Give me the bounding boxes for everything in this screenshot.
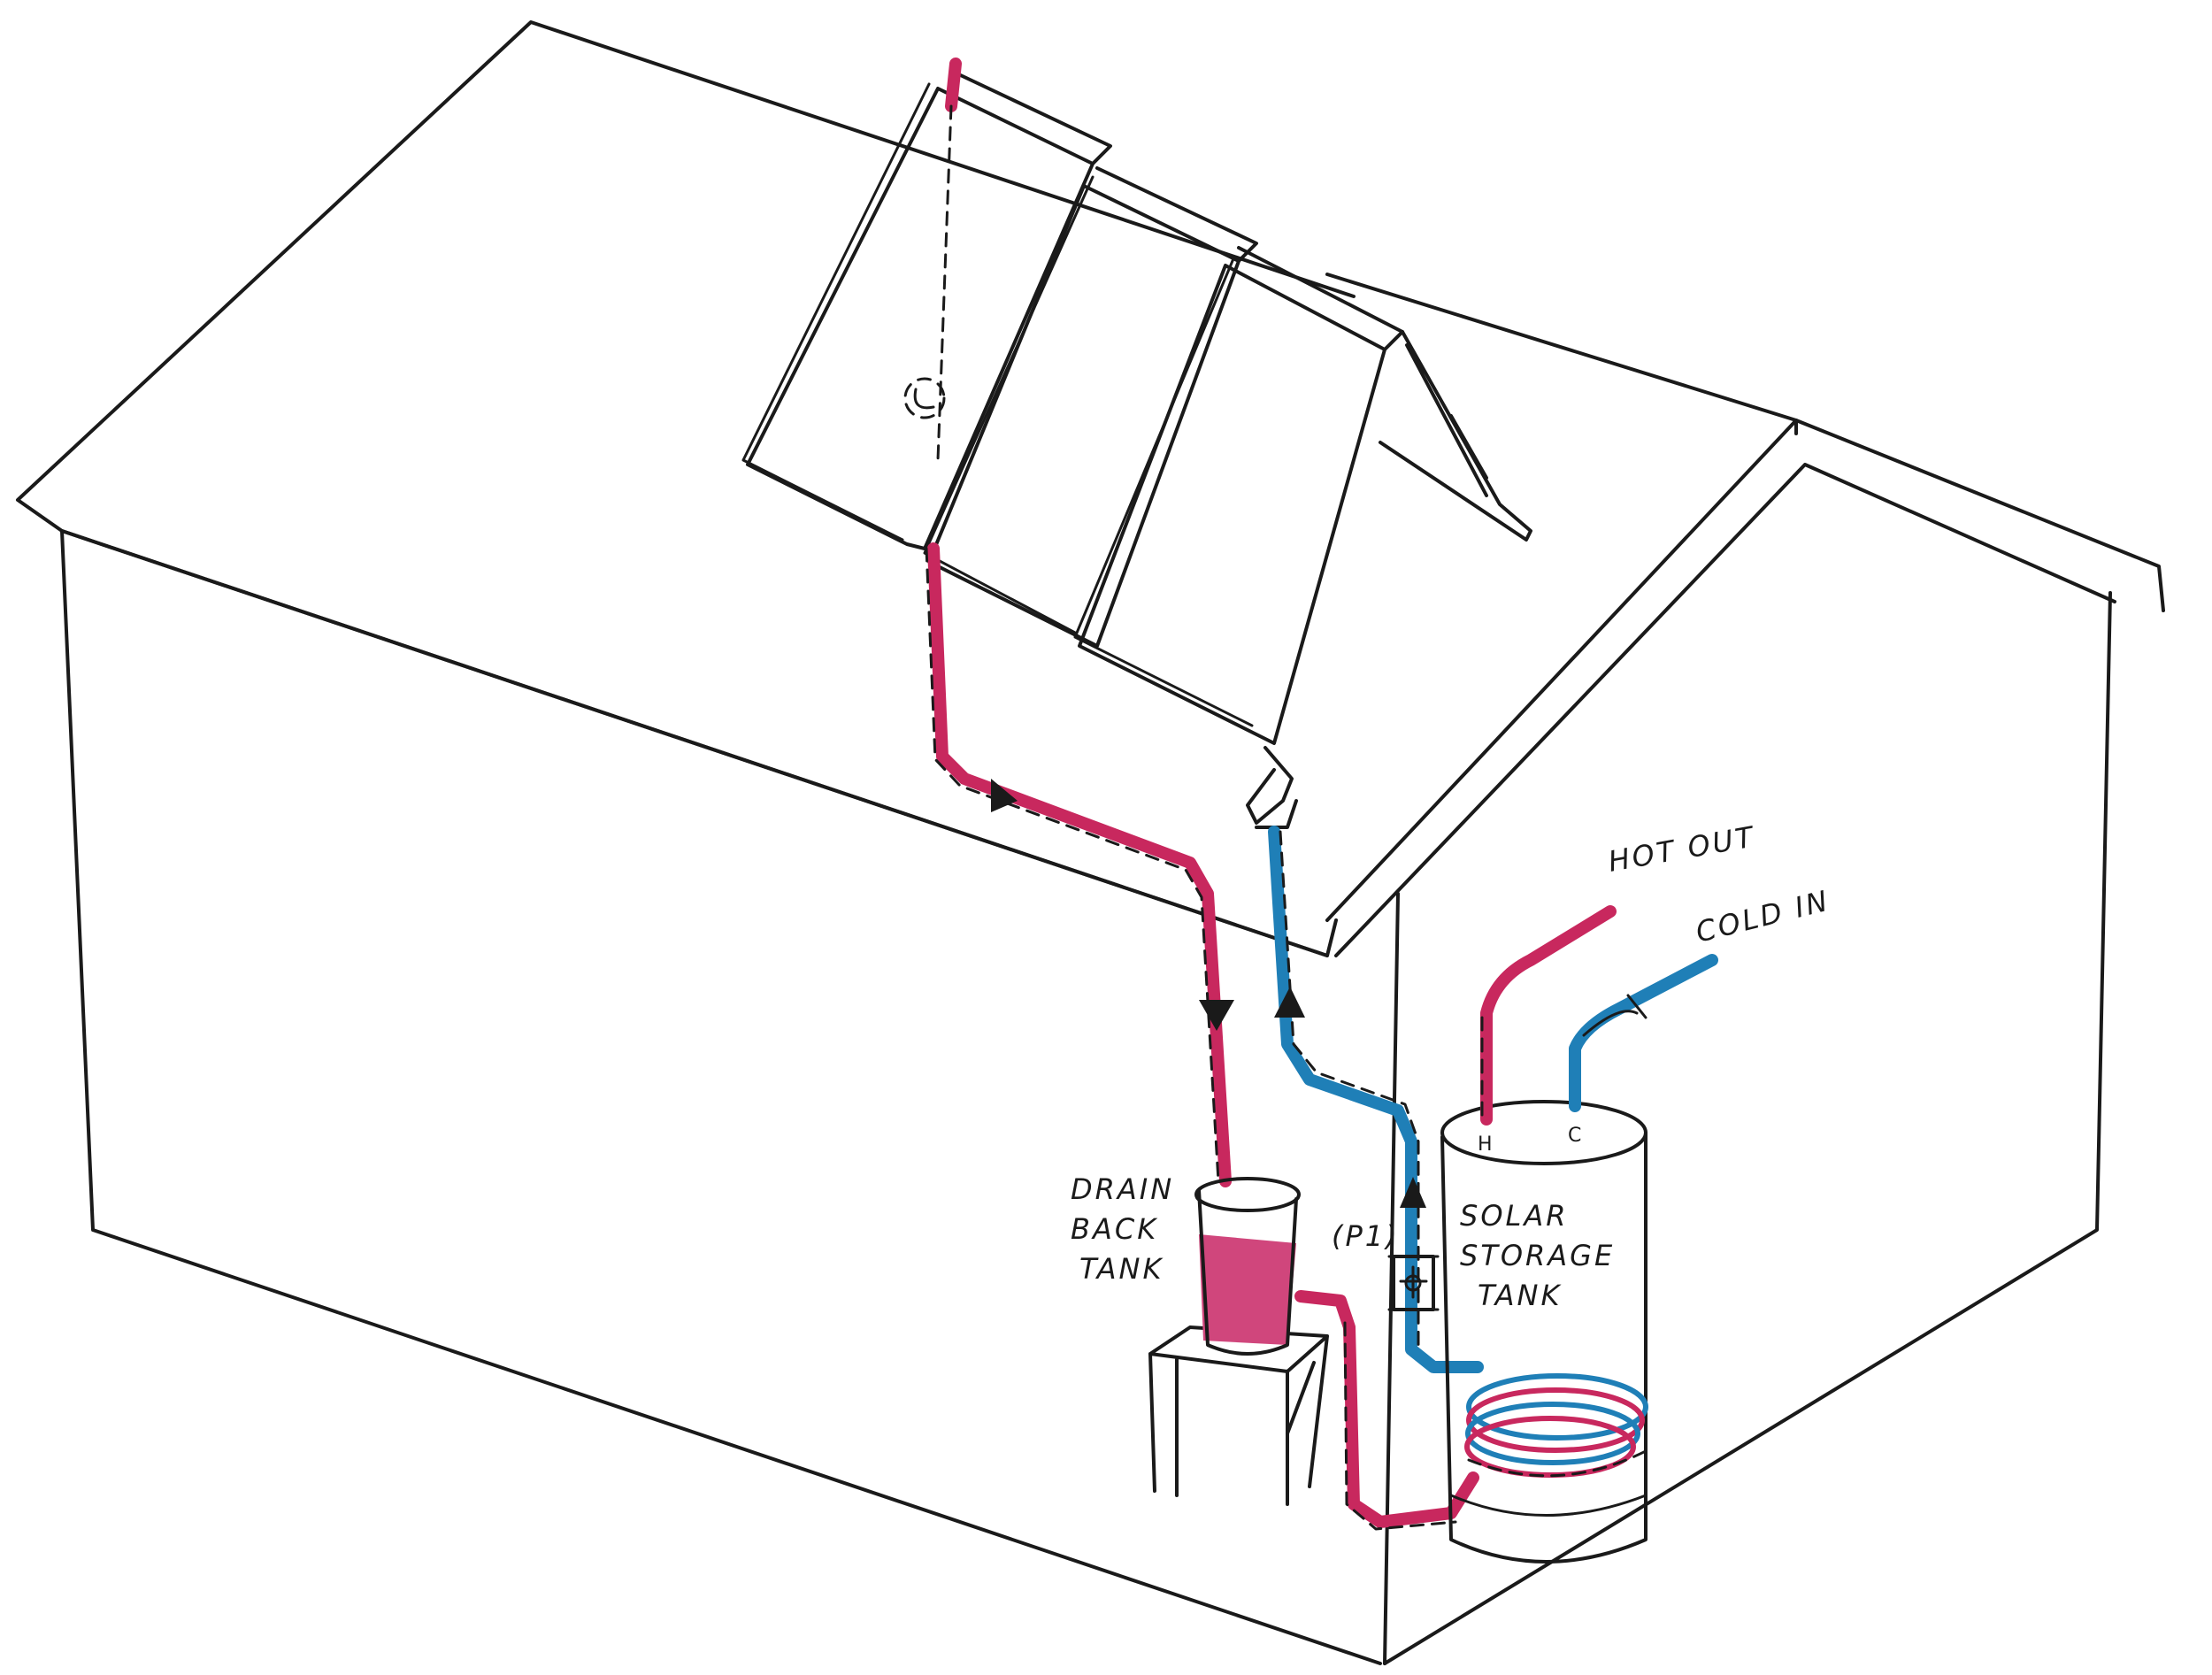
storage-tank-label-1: SOLAR (1460, 1199, 1568, 1233)
house (16, 20, 2165, 1665)
storage-tank-label-3: TANK (1478, 1279, 1562, 1312)
cold-return-pipe (1268, 826, 1484, 1373)
flow-arrow-icon (1400, 1177, 1426, 1208)
cold-in-pipe (1569, 954, 1718, 1112)
drain-tank-label-2: BACK (1071, 1212, 1158, 1246)
solar-storage-tank: H C SOLAR STORAGE TANK (1440, 905, 1718, 1564)
left-wall (60, 529, 1382, 1665)
drain-tank-label-3: TANK (1079, 1252, 1164, 1286)
drain-tank-body (1197, 1188, 1298, 1356)
solar-collectors (741, 58, 1532, 829)
collector-top-header (945, 58, 962, 112)
collector-dashed-line (936, 104, 953, 462)
gable-roof-edge (1325, 419, 2165, 957)
port-hot-label: H (1478, 1133, 1493, 1156)
pump-label: (P1) (1332, 1219, 1400, 1253)
cold-in-label: COLD IN (1693, 884, 1833, 949)
collector-outlet-fitting (1246, 746, 1298, 829)
flow-arrow-icon (991, 779, 1018, 812)
storage-tank-label-2: STORAGE (1460, 1239, 1615, 1272)
roof-eave (60, 529, 1338, 957)
collector-panel-2 (927, 166, 1258, 648)
sensor-icon (903, 377, 946, 419)
right-wall (1383, 591, 2112, 1665)
flow-arrow-icon (1274, 987, 1305, 1018)
collector-support-strut (1379, 330, 1532, 542)
collector-panel-1 (746, 69, 1112, 550)
heat-exchanger-coil (1464, 1373, 1648, 1478)
drain-tank-label-1: DRAIN (1071, 1172, 1174, 1206)
storage-tank-body (1440, 1131, 1647, 1564)
collector-panel-3 (1078, 246, 1404, 745)
port-cold-label: C (1568, 1125, 1581, 1147)
drain-tank-water (1199, 1234, 1296, 1345)
roof-ridge (1325, 273, 1798, 435)
hot-supply-pipe (925, 542, 1234, 1187)
tank-stand (1148, 1325, 1329, 1506)
pump-p1: (P1) (1332, 1219, 1440, 1311)
flow-arrow-icon (1199, 1000, 1234, 1031)
hot-out-label: HOT OUT (1606, 819, 1758, 879)
drain-back-tank: DRAIN BACK TANK (1071, 1172, 1479, 1531)
hot-out-pipe (1480, 905, 1617, 1126)
house-corner (1383, 892, 1400, 1665)
